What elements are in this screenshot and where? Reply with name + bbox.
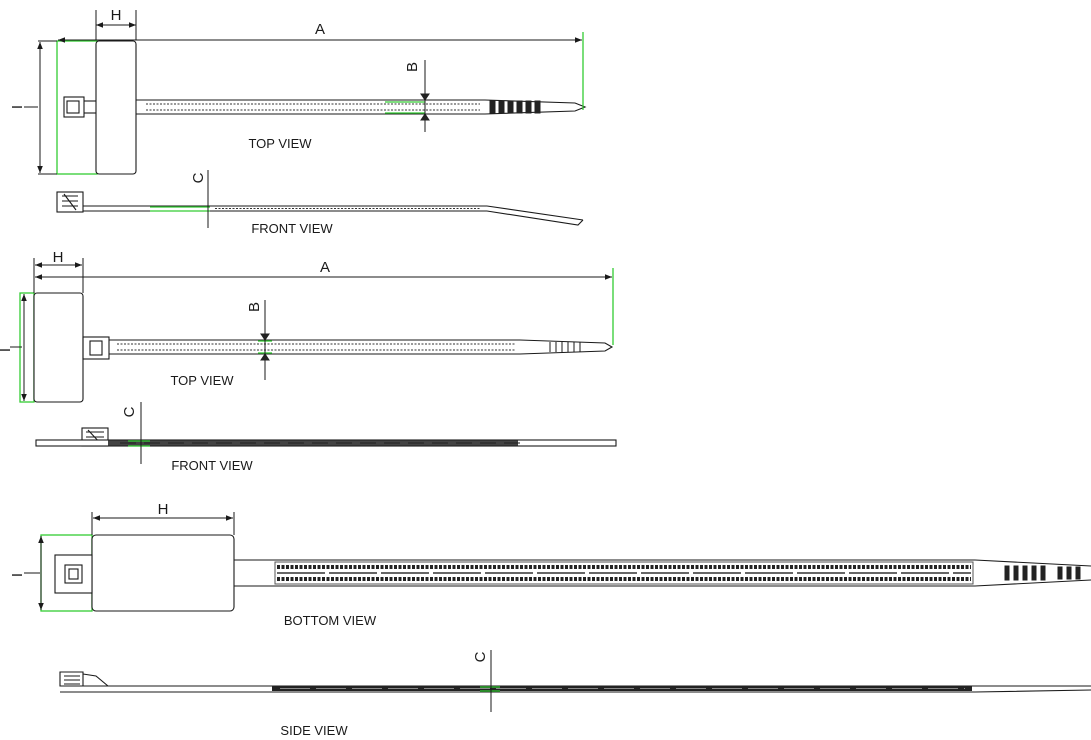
locking-head-slot [66, 100, 80, 114]
figure-1: A H I B TOP VIEW [9, 7, 587, 236]
strap [136, 99, 587, 115]
marker-flag [95, 40, 137, 175]
dimension-i-label: I [0, 348, 14, 352]
strap [109, 339, 614, 355]
locking-head-profile [56, 191, 84, 213]
front-view-label: FRONT VIEW [251, 221, 333, 236]
locking-head [63, 96, 85, 118]
top-view-label: TOP VIEW [170, 373, 234, 388]
strap [234, 559, 1091, 587]
bottom-view-label: BOTTOM VIEW [284, 613, 377, 628]
figure-1-top-view: A H I B TOP VIEW [9, 7, 587, 175]
tail-ribs [1004, 565, 1081, 581]
marker-flag [91, 534, 235, 612]
dimension-h-label: H [53, 249, 64, 266]
dimension-b-label: B [246, 302, 263, 312]
dimension-a-label: A [320, 259, 330, 276]
marker-flag [33, 292, 84, 403]
dimension-c-label: C [472, 651, 489, 662]
figure-3: H I BOTTOM VIEW C SIDE VIEW [9, 501, 1091, 738]
locking-head [82, 336, 110, 360]
front-view-label: FRONT VIEW [171, 458, 253, 473]
tail-ribs [489, 100, 541, 114]
dimension-b-label: B [404, 62, 421, 72]
figure-2-front-view: C FRONT VIEW [35, 402, 617, 473]
dimension-c-label: C [121, 406, 138, 417]
figure-2-top-view: A H I B TOP VIEW [0, 249, 614, 403]
dimension-h-label: H [111, 7, 122, 24]
top-view-label: TOP VIEW [248, 136, 312, 151]
dimension-i-label: I [9, 105, 26, 109]
figure-3-bottom-view: H I BOTTOM VIEW [9, 501, 1091, 628]
tail-ribs [549, 342, 581, 352]
figure-3-side-view: C SIDE VIEW [59, 650, 1091, 738]
dimension-i-label: I [9, 573, 26, 577]
dimension-c-label: C [190, 172, 207, 183]
side-view-label: SIDE VIEW [280, 723, 348, 738]
figure-2: A H I B TOP VIEW C FR [0, 249, 617, 473]
figure-1-front-view: C FRONT VIEW [56, 170, 584, 236]
dimension-a-label: A [315, 21, 325, 38]
locking-head [54, 554, 93, 594]
dimension-h-label: H [158, 501, 169, 518]
head-outline-highlight [56, 40, 98, 175]
